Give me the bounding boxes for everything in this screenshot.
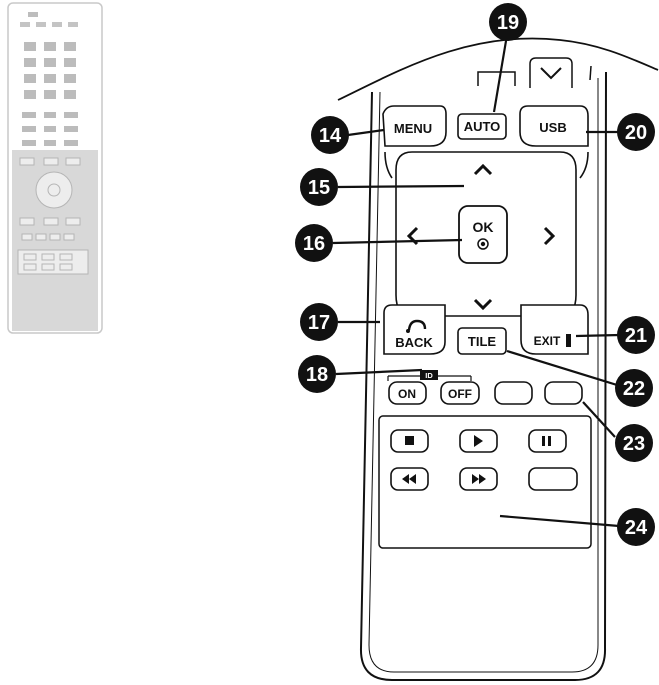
ok-button[interactable]: OK: [458, 205, 508, 264]
ok-dot-icon: [480, 241, 486, 247]
rewind-button[interactable]: [390, 467, 429, 491]
rewind-icon: [402, 474, 416, 484]
svg-text:24: 24: [625, 517, 648, 539]
play-button[interactable]: [459, 429, 498, 453]
tile-button[interactable]: TILE: [457, 327, 507, 355]
partial-top-buttons: [477, 57, 573, 88]
svg-text:19: 19: [497, 12, 519, 34]
blank-playback-button[interactable]: [528, 467, 578, 491]
exit-bar-icon: [566, 334, 571, 347]
svg-text:17: 17: [308, 312, 330, 334]
remote-body: [337, 37, 659, 681]
ok-ring-icon: [477, 238, 489, 250]
menu-label: MENU: [394, 121, 432, 136]
blank-button-1[interactable]: [494, 381, 533, 405]
svg-text:14: 14: [319, 125, 342, 147]
remote-thumbnail: [7, 2, 103, 334]
usb-button[interactable]: USB: [519, 105, 589, 147]
id-off-button[interactable]: OFF: [440, 381, 480, 405]
fast-forward-button[interactable]: [459, 467, 498, 491]
blank-button-2[interactable]: [544, 381, 583, 405]
back-label: BACK: [395, 335, 433, 350]
callout-badge-24: 24: [617, 508, 655, 546]
tile-label: TILE: [468, 334, 496, 349]
exit-label: EXIT: [534, 334, 561, 348]
usb-label: USB: [539, 120, 566, 135]
id-tag-label: ID: [425, 371, 433, 380]
fast-forward-icon: [472, 474, 486, 484]
stop-button[interactable]: [390, 429, 429, 453]
back-button[interactable]: BACK: [383, 304, 446, 355]
input-mark: [589, 65, 592, 81]
playback-panel: [378, 415, 592, 549]
exit-button[interactable]: EXIT: [520, 304, 589, 355]
svg-text:22: 22: [623, 378, 645, 400]
back-arrow-icon: [407, 319, 427, 331]
svg-text:23: 23: [623, 433, 645, 455]
dpad-right-arrow-icon[interactable]: [543, 226, 556, 246]
play-icon: [474, 435, 483, 447]
svg-text:21: 21: [625, 325, 647, 347]
callout-badge-14: 14: [311, 116, 349, 154]
auto-label: AUTO: [464, 119, 501, 134]
auto-button[interactable]: AUTO: [457, 113, 507, 140]
chevron-down-icon: [540, 67, 562, 80]
dpad-up-arrow-icon[interactable]: [473, 163, 493, 176]
on-label: ON: [398, 387, 416, 401]
pause-button[interactable]: [528, 429, 567, 453]
menu-button[interactable]: MENU: [382, 105, 447, 147]
id-on-button[interactable]: ON: [388, 381, 427, 405]
stop-icon: [405, 436, 414, 445]
callout-badge-23: 23: [615, 424, 653, 462]
callout-lines: [332, 34, 621, 528]
callout-badge-21: 21: [617, 316, 655, 354]
pause-icon: [542, 436, 545, 446]
ok-label: OK: [473, 219, 494, 235]
callout-badge-20: 20: [617, 113, 655, 151]
callout-badge-22: 22: [615, 369, 653, 407]
svg-text:20: 20: [625, 122, 647, 144]
callout-badge-19: 19: [489, 3, 527, 41]
svg-text:16: 16: [303, 233, 325, 255]
callout-badge-18: 18: [298, 355, 336, 393]
off-label: OFF: [448, 387, 472, 401]
callout-badge-17: 17: [300, 303, 338, 341]
callout-badge-16: 16: [295, 224, 333, 262]
svg-text:18: 18: [306, 364, 328, 386]
dpad-down-arrow-icon[interactable]: [473, 298, 493, 311]
callout-badge-15: 15: [300, 168, 338, 206]
id-tag: ID: [387, 370, 472, 381]
svg-text:15: 15: [308, 177, 330, 199]
